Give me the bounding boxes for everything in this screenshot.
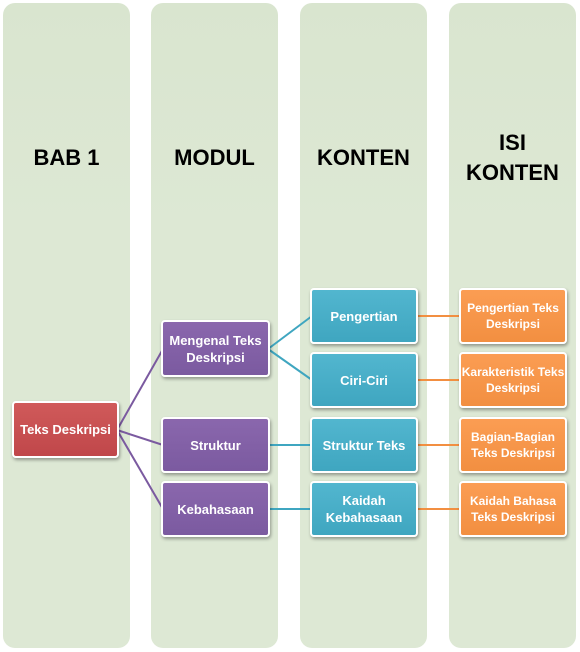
node-ciri-ciri: Ciri-Ciri <box>310 352 418 408</box>
node-pengertian-teks-deskripsi: Pengertian Teks Deskripsi <box>459 288 567 344</box>
column-title-modul: MODUL <box>174 145 255 170</box>
link-root-kebahasaan <box>116 429 164 510</box>
node-kebahasaan: Kebahasaan <box>161 481 270 537</box>
node-mengenal-teks-deskripsi: Mengenal Teks Deskripsi <box>161 320 270 377</box>
node-kaidah-kebahasaan: Kaidah Kebahasaan <box>310 481 418 537</box>
node-kaidah-bahasa-teks-deskripsi: Kaidah Bahasa Teks Deskripsi <box>459 481 567 537</box>
column-bab: BAB 1 <box>3 3 130 648</box>
column-title-bab: BAB 1 <box>33 145 100 170</box>
node-bagian-bagian-teks-deskripsi: Bagian-Bagian Teks Deskripsi <box>459 417 567 473</box>
node-karakteristik-teks-deskripsi: Karakteristik Teks Deskripsi <box>459 352 567 408</box>
link-mengenal-pengertian <box>267 315 313 350</box>
node-struktur: Struktur <box>161 417 270 473</box>
link-root-mengenal <box>116 348 164 431</box>
node-pengertian: Pengertian <box>310 288 418 344</box>
node-teks-deskripsi: Teks Deskripsi <box>12 401 119 458</box>
link-root-struktur <box>116 429 164 446</box>
link-mengenal-ciri <box>267 348 313 381</box>
column-title-isi-konten: ISI KONTEN <box>466 130 559 185</box>
node-struktur-teks: Struktur Teks <box>310 417 418 473</box>
column-title-konten: KONTEN <box>317 145 410 170</box>
